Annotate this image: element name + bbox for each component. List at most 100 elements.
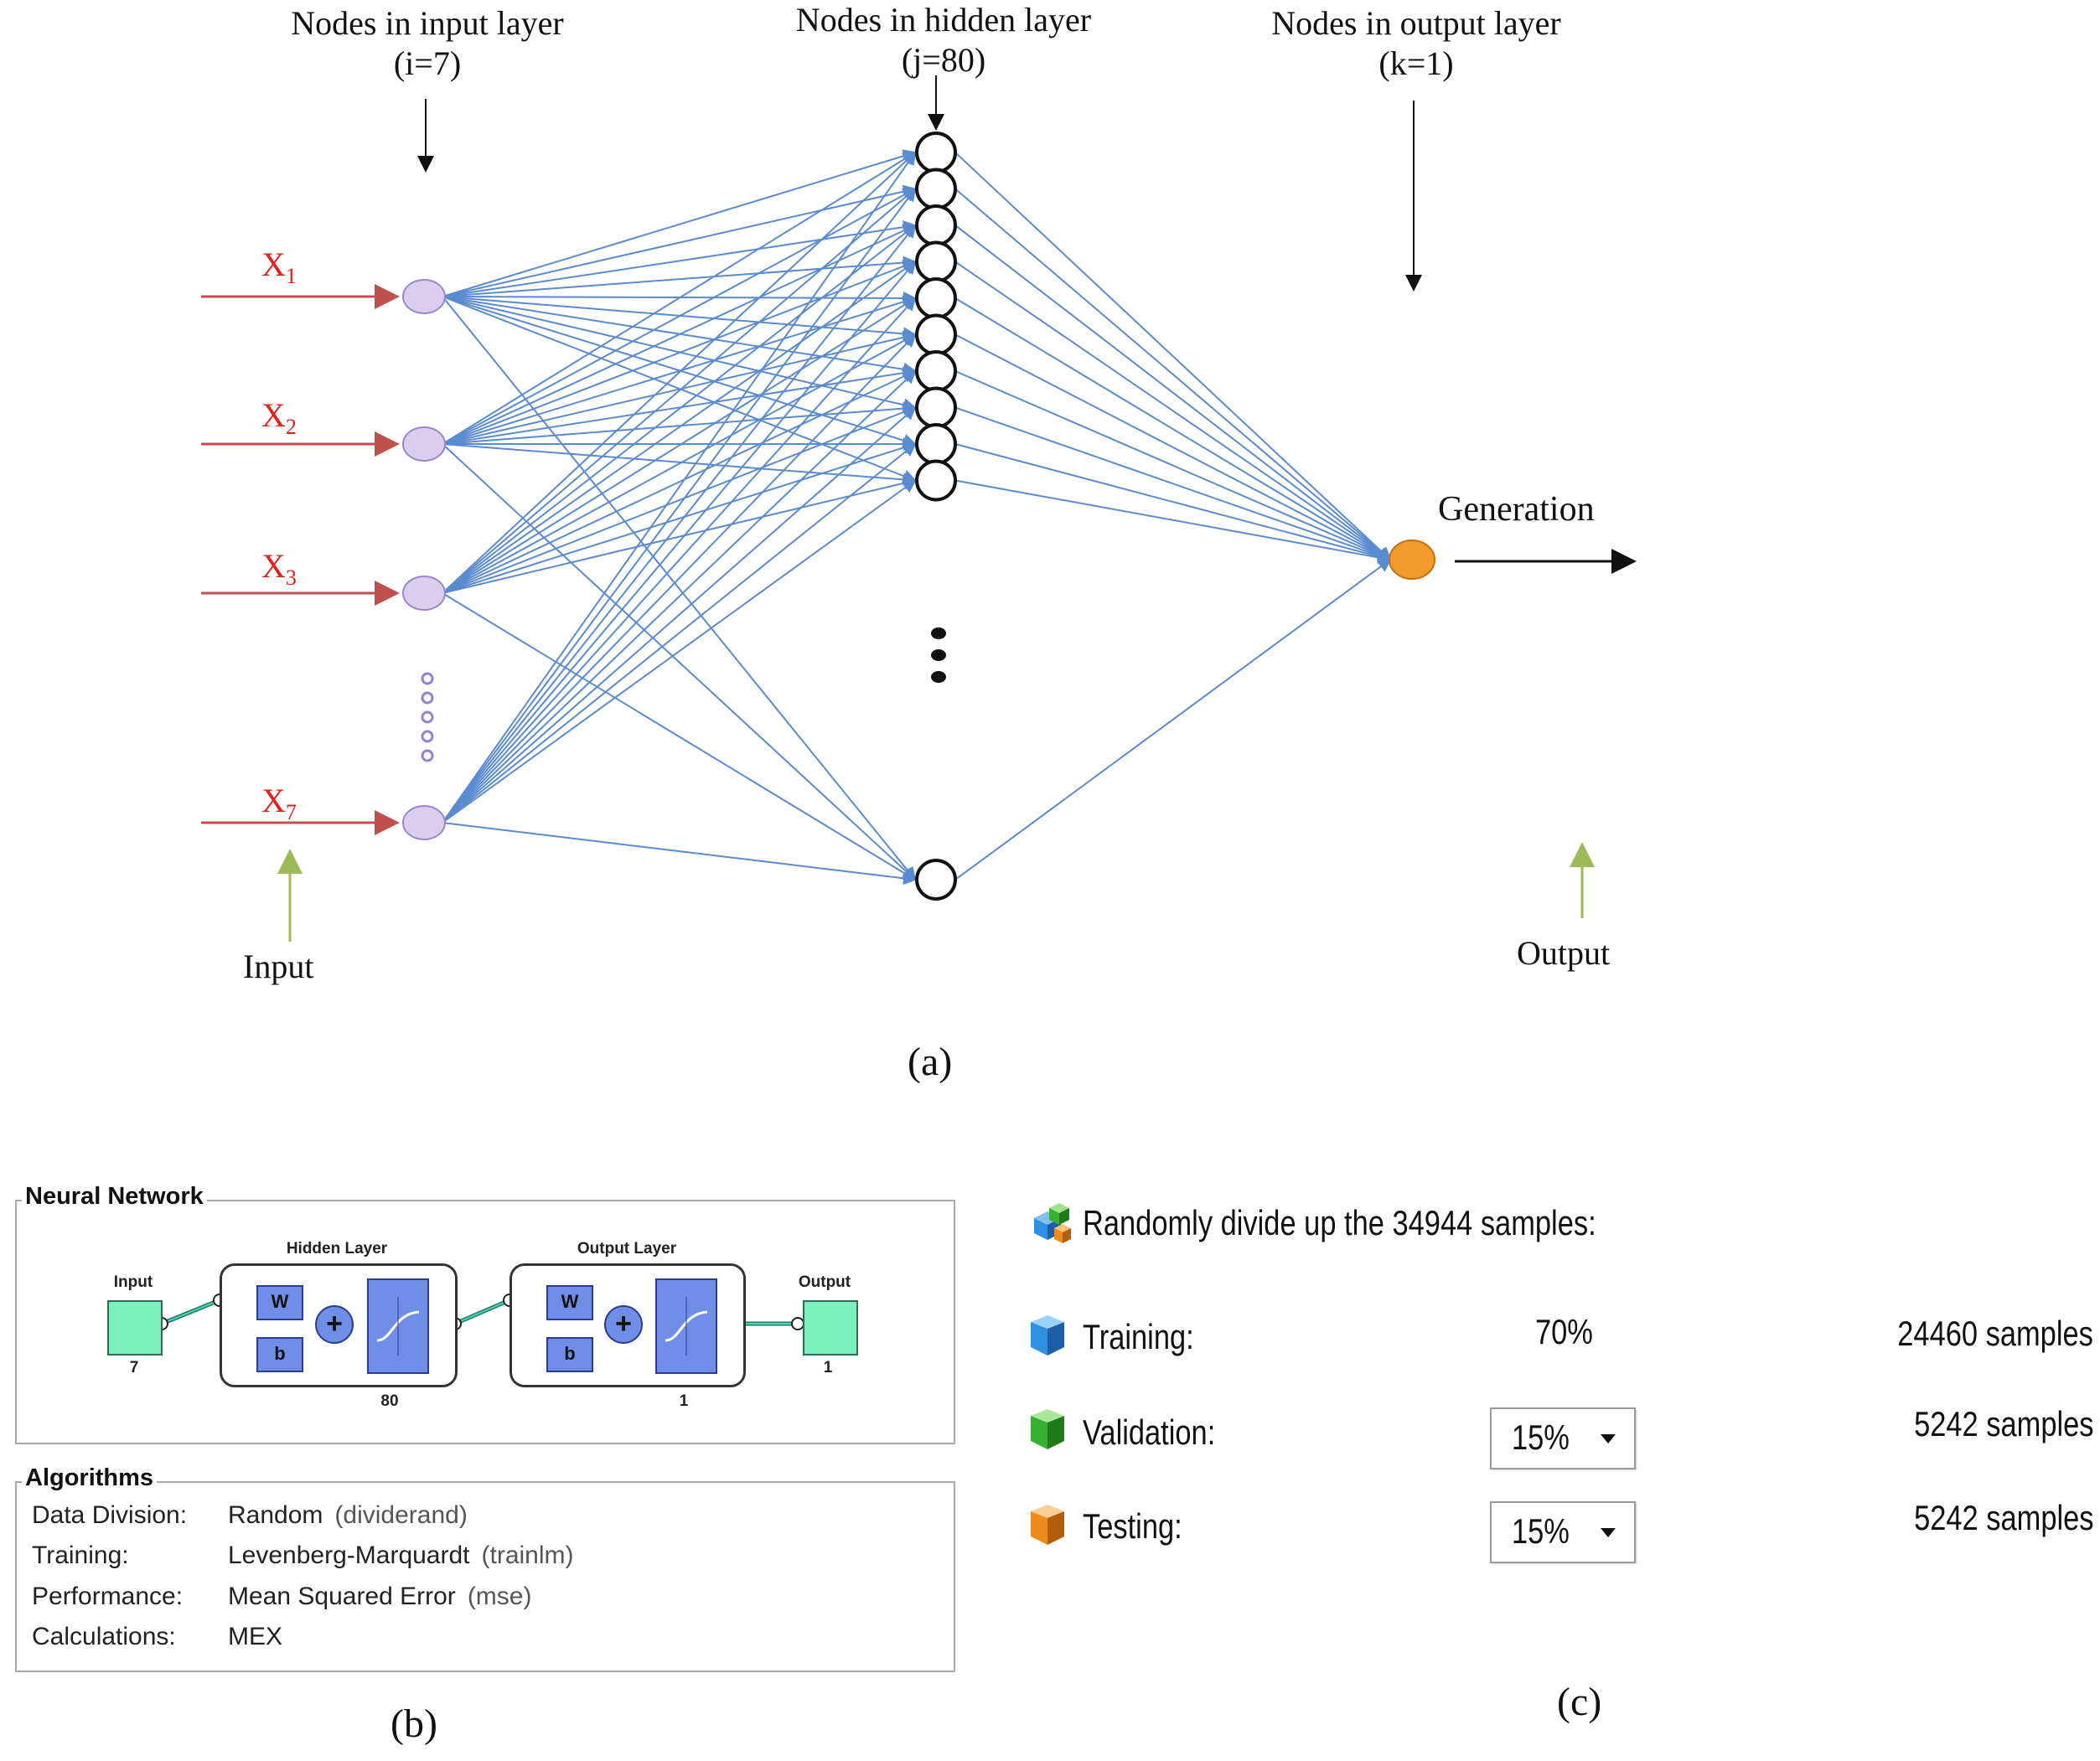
connection-line (442, 443, 917, 487)
connection-line (442, 260, 917, 824)
hidden-layer-title: Nodes in hidden layer (795, 1, 1092, 39)
connection-line (442, 260, 917, 445)
ellipsis-dot (421, 749, 434, 762)
connection-line (442, 224, 917, 445)
connection-line (442, 151, 917, 824)
output-caption-label: Output (1517, 934, 1611, 972)
testing-label: Testing: (1083, 1506, 1182, 1546)
connection-line (442, 333, 917, 824)
input-label-x1: X1 (261, 245, 297, 288)
input-label-x7: X7 (261, 782, 297, 824)
connection-line (442, 151, 917, 594)
ellipsis-dot (931, 627, 946, 639)
hidden-sum-node: + (315, 1305, 354, 1344)
algorithm-row-performance: Performance:Mean Squared Error(mse) (32, 1583, 532, 1610)
hidden-node (915, 459, 957, 502)
connection-line (442, 822, 917, 886)
ellipsis-dot (421, 730, 434, 743)
algorithms-title: Algorithms (22, 1464, 158, 1492)
output-layer-size-label: 1 (679, 1392, 689, 1410)
connection-line (442, 151, 917, 445)
testing-percent-dropdown[interactable]: 15% (1490, 1501, 1636, 1563)
connection-line (442, 479, 917, 824)
connection-line (442, 224, 917, 594)
nn-input-box (107, 1300, 163, 1356)
connection-line (442, 476, 917, 594)
connection-line (954, 297, 1392, 561)
ellipsis-dot (421, 691, 434, 705)
connection-line (442, 187, 917, 824)
connection-line (954, 479, 1392, 565)
chevron-down-icon (1601, 1434, 1616, 1443)
connection-line (954, 261, 1392, 561)
network-connections (201, 75, 1637, 942)
output-layer-title: Nodes in output layer (1271, 4, 1561, 42)
connection-line (442, 188, 917, 594)
validation-cube-icon (1031, 1409, 1064, 1449)
connection-line (954, 443, 1392, 564)
connection-line (442, 184, 917, 297)
input-label-x2: X2 (261, 396, 297, 439)
connection-line (442, 261, 917, 594)
sigmoid-icon (376, 1297, 420, 1356)
caption-b: (b) (391, 1702, 437, 1746)
output-layer-label: Output Layer (577, 1240, 677, 1257)
input-layer-count: (i=7) (393, 44, 462, 82)
hidden-node (915, 859, 957, 901)
neural-network-group (15, 1200, 955, 1444)
connection-line (954, 558, 1392, 880)
connection-line (442, 401, 917, 445)
input-node (402, 576, 446, 611)
samples-cubes-icon (1034, 1203, 1071, 1243)
input-layer-title: Nodes in input layer (291, 4, 564, 42)
hidden-weight-box: W (256, 1285, 303, 1320)
connection-line (442, 295, 917, 445)
ellipsis-dot (931, 649, 946, 661)
generation-label: Generation (1438, 490, 1595, 529)
testing-cube-icon (1031, 1505, 1064, 1545)
transfer-function-icon (665, 1297, 708, 1356)
hidden-bias-box: b (256, 1337, 303, 1372)
hidden-size-label: 80 (380, 1392, 399, 1410)
connection-line (442, 369, 917, 594)
connection-line (954, 333, 1392, 560)
connection-line (954, 188, 1392, 561)
output-bias-box: b (546, 1337, 593, 1372)
output-weight-box: W (546, 1285, 593, 1320)
caption-c: (c) (1557, 1680, 1602, 1724)
connection-line (442, 333, 917, 594)
connection-line (442, 369, 917, 824)
hidden-tansig-block (367, 1278, 429, 1374)
algorithm-row-training: Training:Levenberg-Marquardt(trainlm) (32, 1542, 574, 1569)
validation-percent-value: 15% (1512, 1418, 1570, 1457)
network-diagram-panel: Nodes in input layer (i=7) Nodes in hidd… (201, 0, 1637, 1084)
connection-line (954, 225, 1392, 561)
nn-input-label: Input (113, 1273, 153, 1291)
connection-line (442, 296, 917, 881)
connection-line (442, 297, 917, 824)
input-layer-heading: Nodes in input layer (i=7) (218, 3, 637, 84)
hidden-layer-count: (j=80) (901, 41, 986, 79)
output-layer-heading: Nodes in output layer (k=1) (1198, 3, 1634, 84)
connection-line (442, 224, 917, 824)
algorithms-group (15, 1481, 955, 1672)
connection-line (442, 366, 917, 445)
ellipsis-dot (931, 671, 946, 683)
connection-line (442, 592, 917, 881)
connection-line (954, 370, 1392, 561)
input-node (402, 426, 446, 462)
algorithm-row-calculations: Calculations:MEX (32, 1623, 283, 1650)
connection-line (442, 441, 917, 594)
connection-line (442, 405, 917, 594)
nn-output-size: 1 (823, 1359, 833, 1376)
hidden-layer-heading: Nodes in hidden layer (j=80) (726, 0, 1161, 80)
connection-line (442, 256, 917, 297)
nn-wiring (155, 1294, 804, 1359)
input-label-x3: X3 (261, 547, 297, 590)
input-node (402, 805, 446, 840)
samples-header: Randomly divide up the 34944 samples: (1083, 1203, 1596, 1242)
output-sum-node: + (604, 1305, 643, 1344)
validation-percent-dropdown[interactable]: 15% (1490, 1407, 1636, 1469)
ellipsis-dot (421, 710, 434, 724)
connection-line (442, 149, 917, 297)
